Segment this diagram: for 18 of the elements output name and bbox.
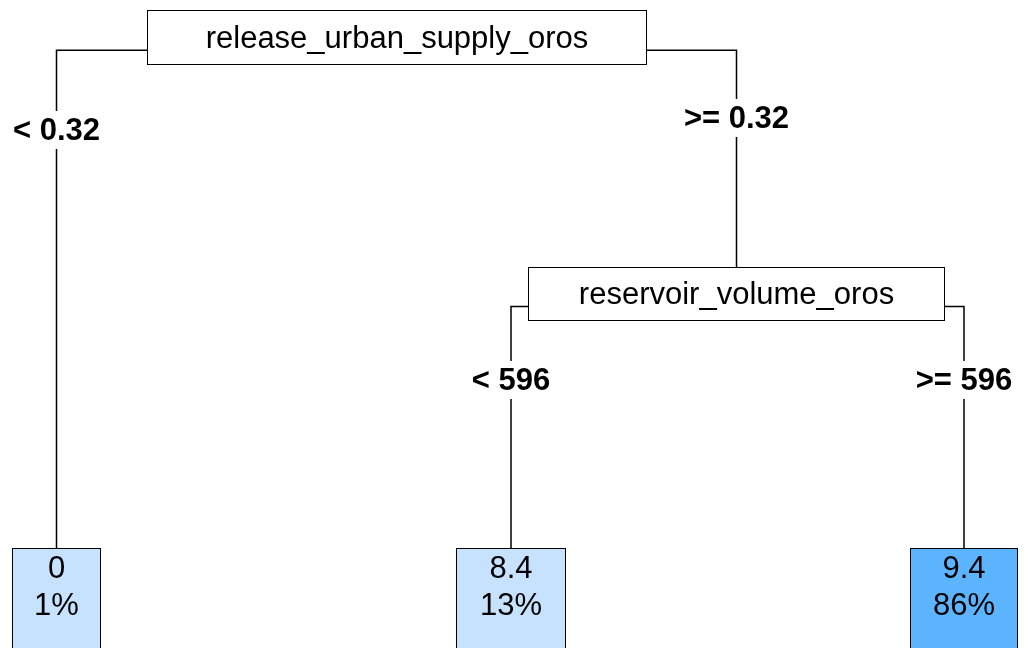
edge-label: < 0.32	[12, 110, 101, 149]
leaf-node-box	[12, 548, 101, 648]
split-node-box	[147, 10, 647, 65]
edge-label: < 596	[471, 360, 551, 399]
edge-label: >= 596	[915, 360, 1013, 399]
split-variable: release_urban_supply_oros	[205, 18, 589, 57]
split-node-box	[528, 267, 945, 321]
node-percentage: 1%	[34, 586, 79, 624]
leaf-node-box	[456, 548, 566, 648]
split-variable: reservoir_volume_oros	[578, 275, 895, 313]
tree-branch-line	[55, 49, 148, 549]
node-percentage: 86%	[932, 586, 995, 624]
node-percentage: 13%	[479, 586, 542, 624]
edge-label: >= 0.32	[683, 98, 790, 137]
leaf-node-box	[910, 548, 1018, 648]
node-value: 0	[47, 549, 66, 587]
node-value: 8.4	[489, 549, 533, 587]
node-value: 9.4	[942, 549, 986, 587]
